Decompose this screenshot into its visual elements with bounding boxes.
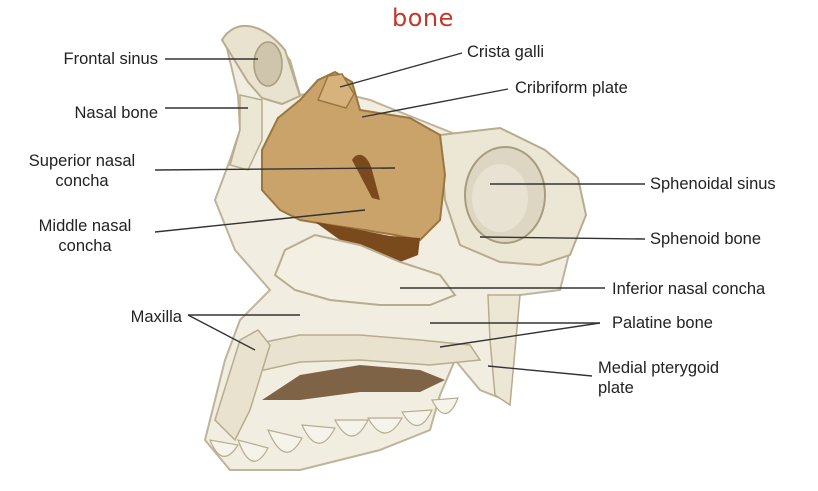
label-palatine-bone: Palatine bone bbox=[612, 314, 713, 332]
oral-cavity-shadow bbox=[262, 365, 445, 400]
middle-meatus-shadow bbox=[315, 222, 420, 262]
maxilla-strut bbox=[214, 329, 271, 442]
label-cribriform-plate: Cribriform plate bbox=[515, 79, 628, 97]
label-middle-nasal-concha-line2: concha bbox=[58, 237, 112, 255]
label-middle-nasal-concha: Middle nasal concha bbox=[20, 216, 150, 256]
label-crista-galli: Crista galli bbox=[467, 43, 545, 61]
teeth-row bbox=[209, 397, 459, 462]
leader-maxilla-b bbox=[187, 314, 256, 351]
label-medial-pterygoid-plate: Medial pterygoid plate bbox=[598, 358, 719, 398]
label-nasal-bone: Nasal bone bbox=[74, 104, 158, 122]
label-medial-pterygoid-line2: plate bbox=[598, 379, 634, 397]
leader-sphenoid-bone bbox=[479, 236, 646, 240]
label-sphenoidal-sinus: Sphenoidal sinus bbox=[650, 175, 776, 193]
palate-shelf bbox=[249, 334, 482, 373]
leader-crista-galli bbox=[339, 52, 463, 88]
label-frontal-sinus: Frontal sinus bbox=[63, 50, 158, 68]
crista-galli-shape bbox=[316, 73, 355, 109]
label-medial-pterygoid-line1: Medial pterygoid bbox=[598, 359, 720, 377]
frontal-sinus-cavity bbox=[253, 41, 283, 87]
leader-palatine-b bbox=[439, 322, 601, 348]
leader-middle-concha bbox=[154, 209, 366, 233]
leader-lines bbox=[154, 52, 646, 377]
label-superior-nasal-concha-line1: Superior nasal bbox=[28, 152, 136, 170]
sinus-inner bbox=[472, 164, 528, 232]
leader-pterygoid bbox=[487, 365, 593, 377]
leader-cribriform bbox=[361, 88, 509, 118]
label-inferior-nasal-concha: Inferior nasal concha bbox=[612, 280, 766, 298]
superior-concha-notch bbox=[352, 154, 380, 200]
nasal-bone-shape bbox=[229, 94, 263, 171]
leader-superior-concha bbox=[154, 167, 396, 171]
ethmoid-bone-shape bbox=[261, 70, 447, 242]
label-maxilla: Maxilla bbox=[130, 308, 182, 326]
caption-text: bone bbox=[392, 4, 454, 32]
label-superior-nasal-concha: Superior nasal concha bbox=[12, 151, 152, 191]
label-middle-nasal-concha-line1: Middle nasal bbox=[38, 217, 132, 235]
label-sphenoid-bone: Sphenoid bone bbox=[650, 230, 762, 248]
label-superior-nasal-concha-line2: concha bbox=[55, 172, 109, 190]
